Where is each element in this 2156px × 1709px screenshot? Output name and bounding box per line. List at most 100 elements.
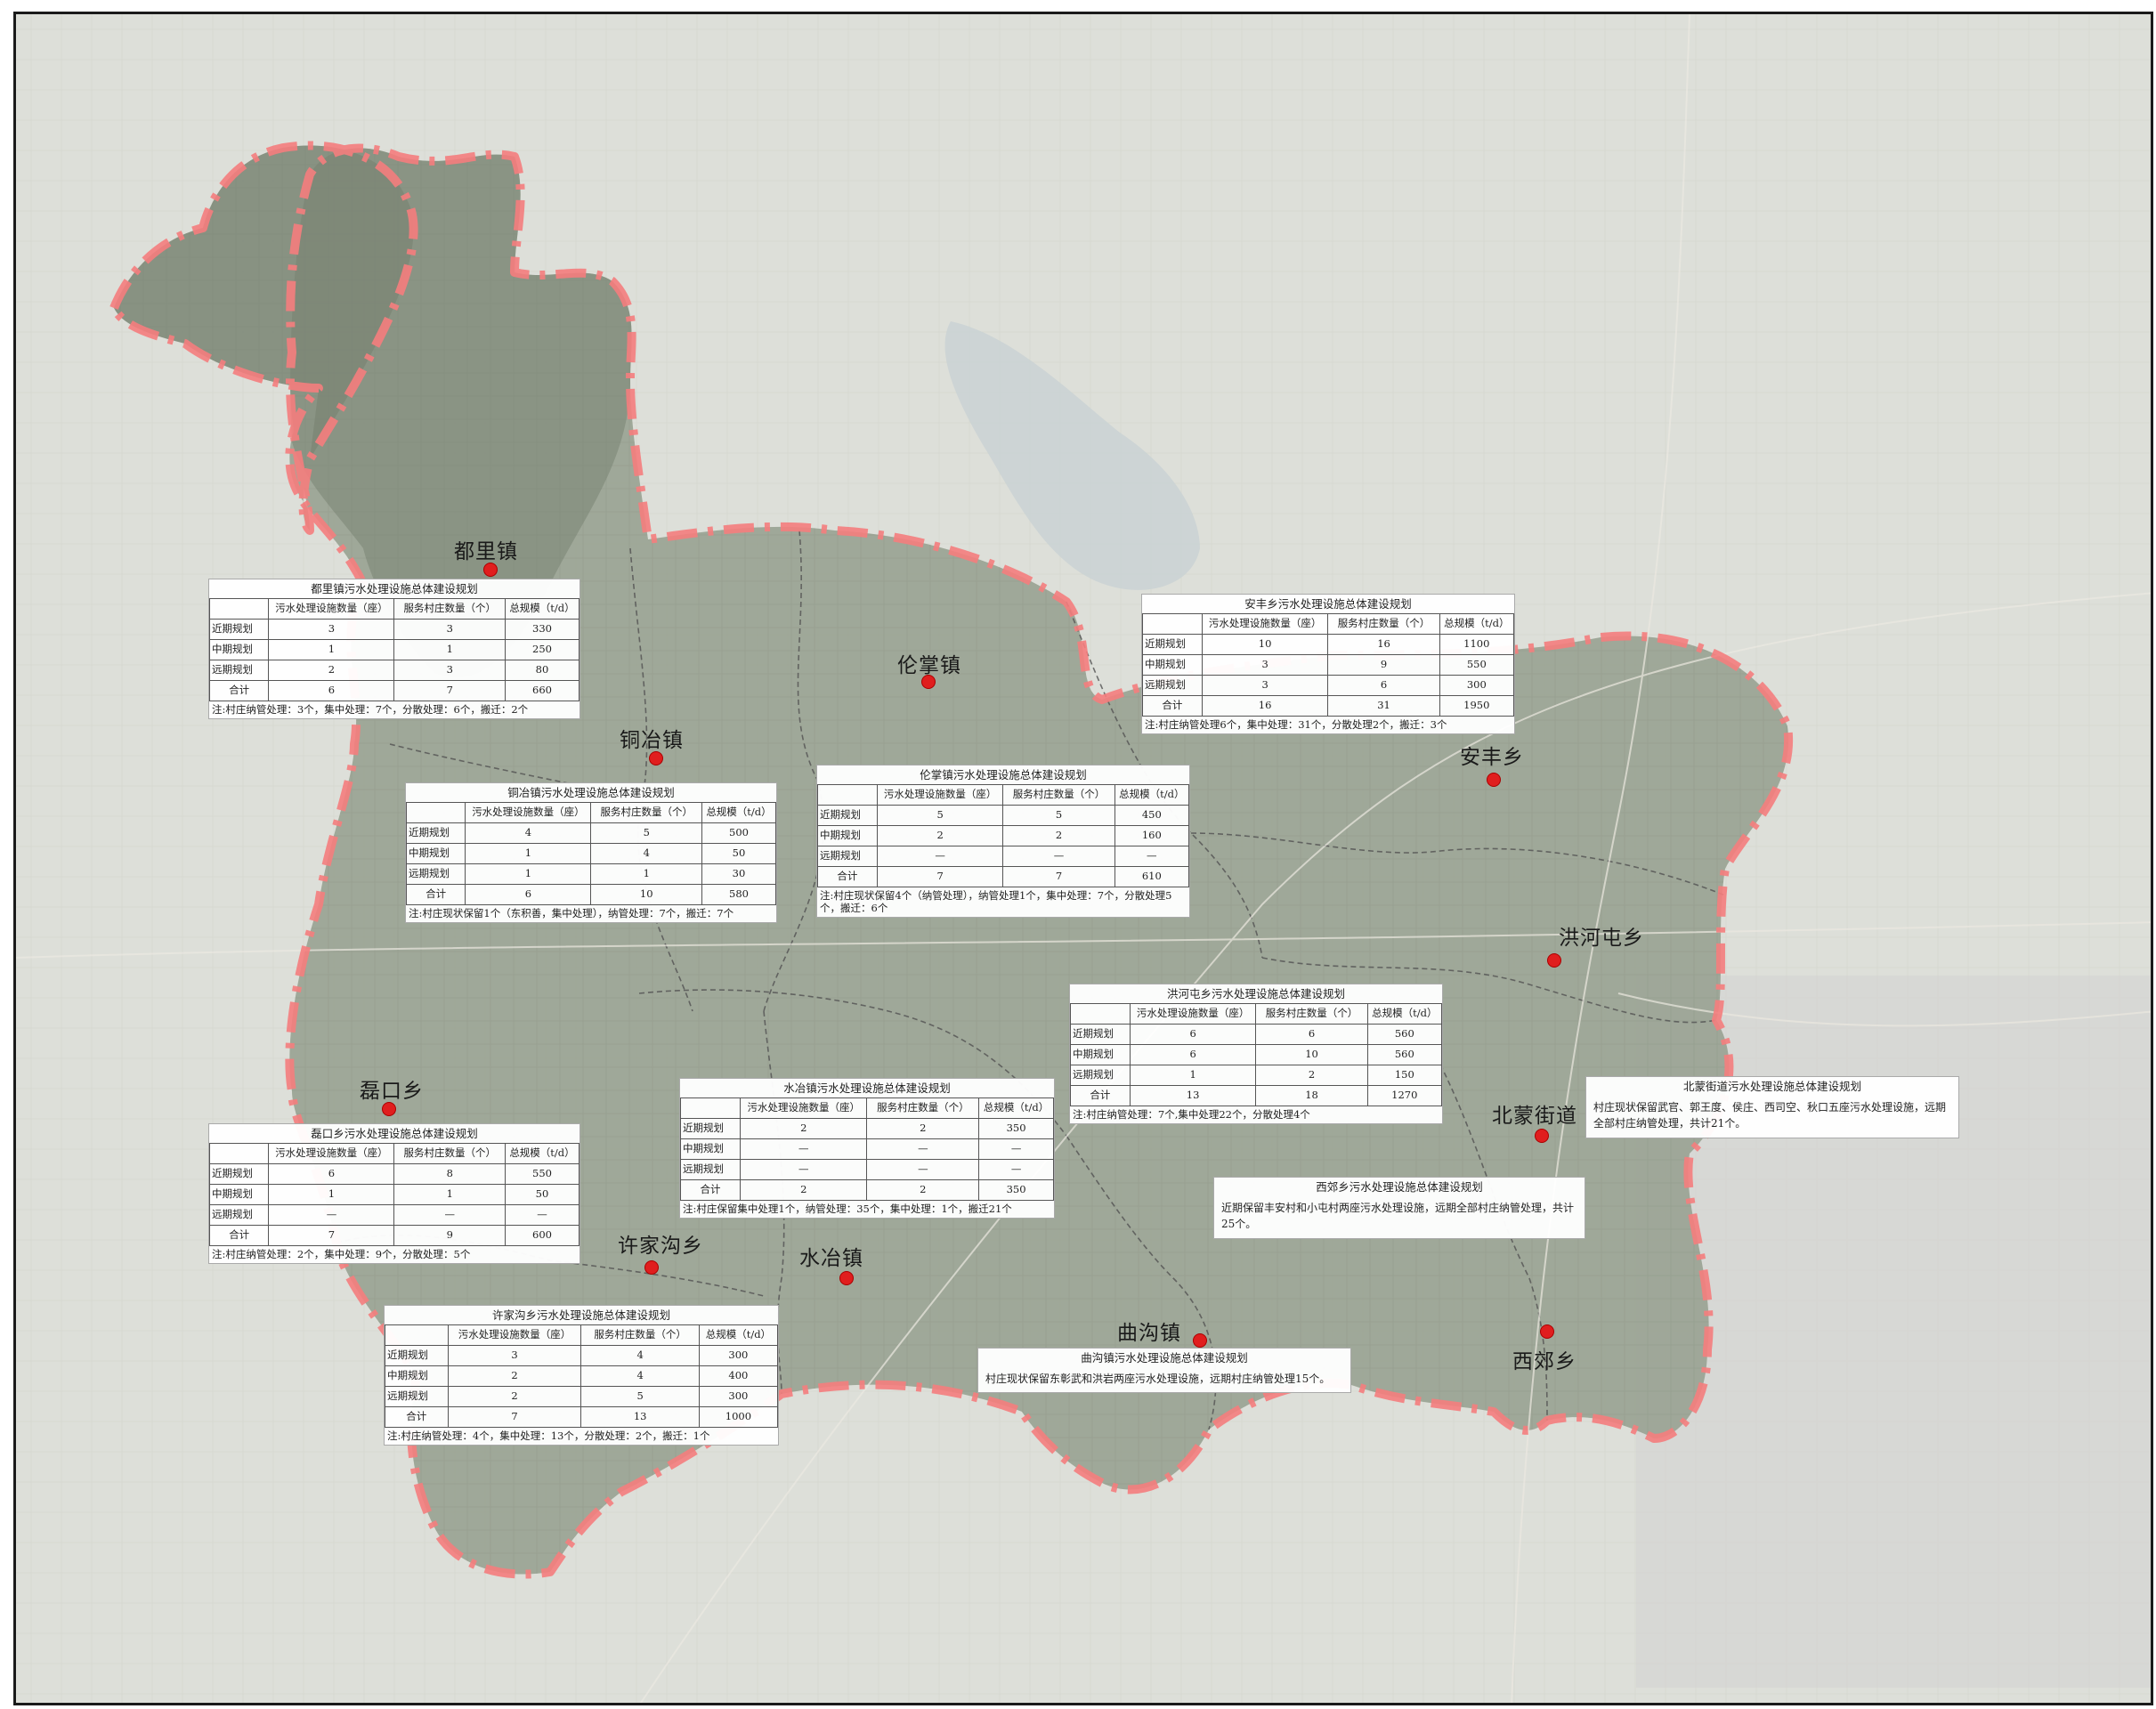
- panel-title: 洪河屯乡污水处理设施总体建设规划: [1166, 987, 1345, 1000]
- table-row: 远期规划———: [208, 1203, 580, 1226]
- panel-note: 注:村庄纳管处理6个，集中处理：31个，分散处理2个，搬迁：3个: [1145, 717, 1447, 731]
- panel-title: 铜冶镇污水处理设施总体建设规划: [507, 786, 675, 799]
- table-header: 污水处理设施数量（座）: [465, 801, 592, 823]
- town-marker-duli[interactable]: [483, 563, 498, 577]
- town-label-honghetun: 洪河屯乡: [1559, 927, 1644, 950]
- table-header: 总规模（t/d）: [978, 1097, 1054, 1119]
- table-header: 总规模（t/d）: [1439, 612, 1515, 635]
- panel-note: 注:村庄纳管处理：2个，集中处理：9个，分散处理：5个: [212, 1247, 471, 1260]
- table-header: [208, 597, 270, 620]
- town-marker-tongye[interactable]: [649, 751, 663, 765]
- town-label-shuiye: 水冶镇: [799, 1247, 863, 1270]
- reservoir-water: [944, 321, 1200, 590]
- town-marker-xijiao[interactable]: [1540, 1324, 1554, 1339]
- table-row: 远期规划———: [817, 845, 1190, 867]
- map-frame: 都里镇 铜冶镇 伦掌镇 安丰乡 洪河屯乡 北蒙街道 磊口乡 许家沟乡 水冶镇 曲…: [13, 12, 2153, 1705]
- town-label-leikou: 磊口乡: [360, 1080, 424, 1103]
- town-marker-xujiagou[interactable]: [644, 1260, 659, 1275]
- table-header: 污水处理设施数量（座）: [1201, 612, 1329, 635]
- panel-leikou: 磊口乡污水处理设施总体建设规划 污水处理设施数量（座）服务村庄数量（个）总规模（…: [208, 1123, 580, 1264]
- table-header: [1142, 612, 1203, 635]
- town-label-xijiao: 西郊乡: [1512, 1350, 1576, 1373]
- road-network: [16, 14, 2151, 1703]
- table-header: 污水处理设施数量（座）: [876, 783, 1004, 806]
- town-marker-lunzhang[interactable]: [921, 675, 936, 689]
- panel-note: 注:村庄纳管处理：7个,集中处理22个，分散处理4个: [1073, 1107, 1310, 1121]
- table-header: 服务村庄数量（个）: [1255, 1002, 1368, 1025]
- panel-honghetun: 洪河屯乡污水处理设施总体建设规划 污水处理设施数量（座）服务村庄数量（个）总规模…: [1069, 984, 1443, 1124]
- panel-shuiye: 水冶镇污水处理设施总体建设规划 污水处理设施数量（座）服务村庄数量（个）总规模（…: [679, 1078, 1055, 1219]
- table-header: [385, 1324, 449, 1346]
- panel-beimeng: 北蒙街道污水处理设施总体建设规划 村庄现状保留武官、郭王度、侯庄、西司空、秋口五…: [1585, 1076, 1959, 1138]
- panel-note: 注:村庄纳管处理：4个，集中处理：13个，分散处理：2个，搬迁：1个: [387, 1429, 710, 1442]
- panel-lunzhang: 伦掌镇污水处理设施总体建设规划 污水处理设施数量（座）服务村庄数量（个）总规模（…: [816, 765, 1190, 919]
- table-header: 服务村庄数量（个）: [393, 1142, 506, 1164]
- town-label-anfeng: 安丰乡: [1460, 746, 1524, 769]
- table-header: 服务村庄数量（个）: [1002, 783, 1115, 806]
- table-header: 服务村庄数量（个）: [580, 1324, 700, 1346]
- table-header: 服务村庄数量（个）: [1327, 612, 1440, 635]
- table-header: 总规模（t/d）: [701, 801, 777, 823]
- panel-text: 村庄现状保留武官、郭王度、侯庄、西司空、秋口五座污水处理设施，远期全部村庄纳管处…: [1593, 1100, 1947, 1130]
- table-header: 总规模（t/d）: [504, 1142, 580, 1164]
- table-header: 总规模（t/d）: [504, 597, 580, 620]
- town-marker-honghetun[interactable]: [1547, 953, 1561, 968]
- panel-note: 注:村庄现状保留1个（东积善，集中处理），纳管处理：7个，搬迁：7个: [409, 906, 734, 919]
- panel-xujiagou: 许家沟乡污水处理设施总体建设规划 污水处理设施数量（座）服务村庄数量（个）总规模…: [384, 1305, 779, 1446]
- panel-text: 村庄现状保留东彰武和洪岩两座污水处理设施，远期村庄纳管处理15个。: [985, 1372, 1331, 1385]
- town-marker-beimeng[interactable]: [1535, 1129, 1549, 1143]
- table-header: [405, 801, 466, 823]
- panel-title: 安丰乡污水处理设施总体建设规划: [1244, 597, 1412, 611]
- town-label-beimeng: 北蒙街道: [1492, 1105, 1577, 1128]
- town-marker-leikou[interactable]: [382, 1102, 396, 1116]
- town-marker-shuiye[interactable]: [839, 1271, 854, 1285]
- town-label-tongye: 铜冶镇: [620, 729, 684, 752]
- panel-title: 北蒙街道污水处理设施总体建设规划: [1682, 1080, 1861, 1093]
- panel-qugou: 曲沟镇污水处理设施总体建设规划 村庄现状保留东彰武和洪岩两座污水处理设施，远期村…: [977, 1348, 1351, 1394]
- panel-tongye: 铜冶镇污水处理设施总体建设规划 污水处理设施数量（座）服务村庄数量（个）总规模（…: [405, 782, 777, 923]
- table-header: 污水处理设施数量（座）: [268, 1142, 395, 1164]
- town-marker-anfeng[interactable]: [1487, 773, 1501, 787]
- table-header: [1070, 1002, 1131, 1025]
- panel-title: 伦掌镇污水处理设施总体建设规划: [920, 768, 1087, 782]
- panel-text: 近期保留丰安村和小屯村两座污水处理设施，远期全部村庄纳管处理，共计25个。: [1221, 1201, 1575, 1231]
- table-row: 远期规划———: [679, 1158, 1054, 1180]
- table-header: 服务村庄数量（个）: [866, 1097, 980, 1119]
- table-header: 污水处理设施数量（座）: [740, 1097, 868, 1119]
- panel-note: 注:村庄现状保留4个（纳管处理），纳管处理1个，集中处理：7个，分散处理5个，搬…: [820, 888, 1172, 914]
- town-marker-qugou[interactable]: [1193, 1333, 1207, 1348]
- panel-title: 许家沟乡污水处理设施总体建设规划: [491, 1308, 670, 1322]
- town-label-lunzhang: 伦掌镇: [897, 654, 961, 677]
- county-boundary-line: [109, 141, 1794, 1579]
- panel-xijiao: 西郊乡污水处理设施总体建设规划 近期保留丰安村和小屯村两座污水处理设施，远期全部…: [1213, 1177, 1585, 1239]
- table-header: 污水处理设施数量（座）: [268, 597, 395, 620]
- panel-note: 注:村庄纳管处理：3个，集中处理：7个，分散处理：6个，搬迁：2个: [212, 702, 529, 716]
